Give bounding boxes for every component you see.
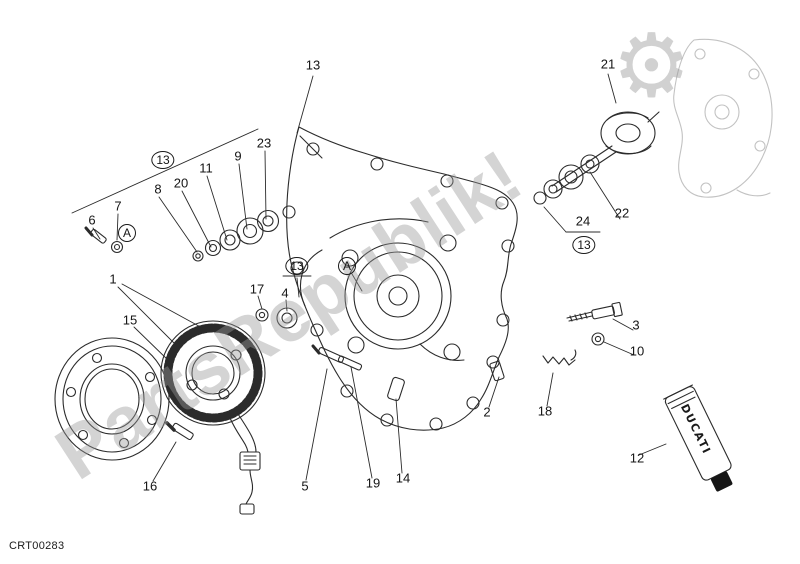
part-callout-5-25: 5 bbox=[301, 478, 309, 494]
part-callout-20-6: 20 bbox=[173, 175, 189, 191]
part-callout-2-22: 2 bbox=[483, 404, 491, 420]
part-callout-7-8: 7 bbox=[114, 198, 122, 214]
fasteners-drawing bbox=[311, 344, 405, 402]
part-callout-15-19: 15 bbox=[122, 312, 138, 328]
part-callout-9-4: 9 bbox=[234, 148, 242, 164]
part-callout-13-13: 13 bbox=[572, 236, 596, 254]
part-callout-13-0: 13 bbox=[305, 57, 321, 73]
screw-and-washer-drawing bbox=[84, 226, 124, 254]
crankcase-cover-drawing bbox=[282, 126, 518, 431]
part-callout-23-3: 23 bbox=[256, 135, 272, 151]
part-callout-17-17: 17 bbox=[249, 281, 265, 297]
part-callout-6-9: 6 bbox=[88, 212, 96, 228]
bearing-row-drawing bbox=[192, 209, 280, 262]
screw-3-and-clip-10-drawing bbox=[566, 301, 623, 346]
stator-drawing bbox=[160, 320, 266, 515]
sealant-tube-drawing: DUCATI bbox=[663, 384, 733, 492]
water-pump-cover-outline bbox=[673, 38, 773, 198]
diagram-code: CRT00283 bbox=[9, 540, 65, 552]
part-callout-3-20: 3 bbox=[632, 317, 640, 333]
part-callout-22-11: 22 bbox=[614, 205, 630, 221]
part-callout-11-5: 11 bbox=[199, 160, 213, 176]
part-callout-8-7: 8 bbox=[154, 181, 162, 197]
part-callout-a-10: A bbox=[117, 224, 137, 242]
part-callout-14-27: 14 bbox=[395, 470, 411, 486]
part-callout-4-18: 4 bbox=[281, 285, 289, 301]
part-callout-18-23: 18 bbox=[537, 403, 553, 419]
part-callout-13-15: 13 bbox=[285, 257, 309, 275]
pin-and-spring-drawing bbox=[489, 349, 577, 382]
rotor-drawing bbox=[54, 337, 170, 461]
part-callout-16-24: 16 bbox=[142, 478, 158, 494]
part-callout-13-2: 13 bbox=[151, 151, 175, 169]
small-bearing-drawing bbox=[255, 307, 298, 329]
part-callout-a-16: A bbox=[337, 257, 357, 275]
water-pump-shaft-drawing bbox=[533, 111, 660, 205]
part-callout-24-12: 24 bbox=[575, 213, 591, 229]
part-callout-21-1: 21 bbox=[600, 56, 616, 72]
part-callout-19-26: 19 bbox=[365, 475, 381, 491]
part-callout-1-14: 1 bbox=[109, 271, 117, 287]
part-callout-12-28: 12 bbox=[629, 450, 645, 466]
part-callout-10-21: 10 bbox=[629, 343, 645, 359]
bolt-16-drawing bbox=[165, 421, 194, 441]
